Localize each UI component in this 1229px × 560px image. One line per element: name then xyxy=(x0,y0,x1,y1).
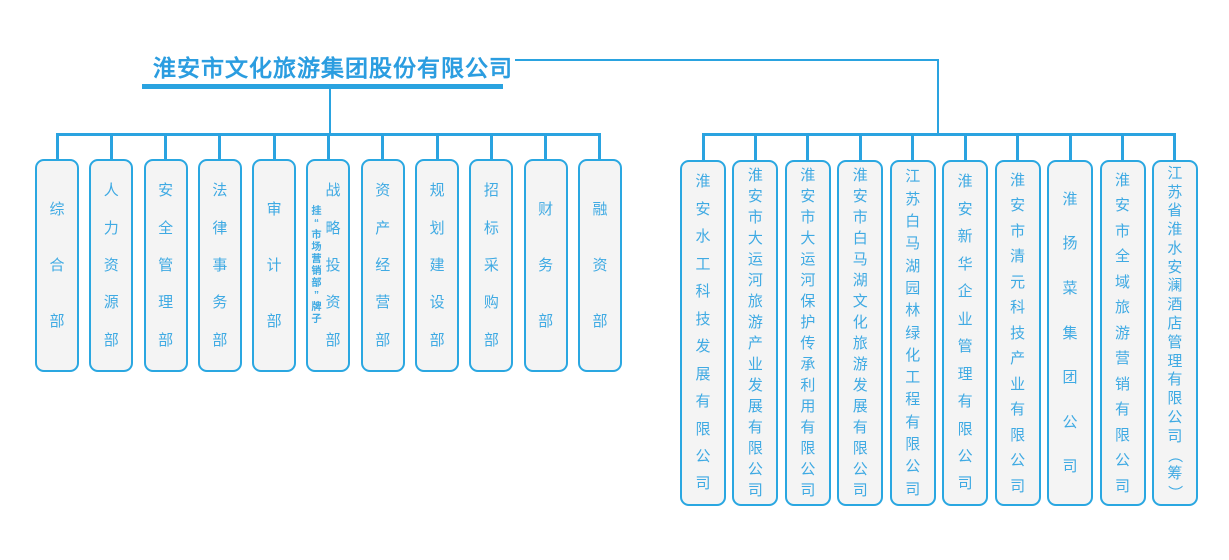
department-label: 融资部 xyxy=(592,201,608,330)
connector-drop xyxy=(911,134,915,160)
connector-drop xyxy=(326,133,330,159)
connector-title-to-right xyxy=(515,59,939,61)
connector-subsidiaries-bar xyxy=(702,133,1176,136)
org-node: 淮扬菜集团公司 xyxy=(1047,134,1094,506)
subsidiary-label: 淮扬菜集团公司 xyxy=(1062,190,1078,476)
connector-drop xyxy=(381,133,385,159)
department-label: 审计部 xyxy=(266,201,282,330)
org-node: 淮安市白马湖文化旅游发展有限公司 xyxy=(837,134,884,506)
connector-title-drop xyxy=(329,89,331,134)
subsidiary-label: 淮安市大运河旅游产业发展有限公司 xyxy=(747,167,763,499)
connector-drop xyxy=(858,134,862,160)
subsidiary-label: 江苏白马湖园林绿化工程有限公司 xyxy=(905,168,921,498)
org-node: 融资部 xyxy=(577,133,622,372)
org-node: 江苏白马湖园林绿化工程有限公司 xyxy=(889,134,936,506)
connector-drop xyxy=(963,134,967,160)
department-box: 融资部 xyxy=(577,159,622,372)
org-node: 淮安市大运河保护传承利用有限公司 xyxy=(784,134,831,506)
org-node: 财务部 xyxy=(523,133,568,372)
org-node: 招标采购部 xyxy=(469,133,514,372)
connector-drop xyxy=(435,133,439,159)
subsidiary-label: 淮安市清元科技产业有限公司 xyxy=(1010,171,1026,495)
org-node: 人力资源部 xyxy=(89,133,134,372)
subsidiary-box: 淮安水工科技发展有限公司 xyxy=(680,160,726,506)
connector-drop xyxy=(598,133,602,159)
department-box: 战略投资部 挂“市场营销部”牌子 xyxy=(306,159,351,372)
connector-drop xyxy=(109,133,113,159)
subsidiary-box: 淮安市白马湖文化旅游发展有限公司 xyxy=(837,160,884,506)
department-box: 综合部 xyxy=(35,159,79,372)
department-box: 人力资源部 xyxy=(89,159,134,372)
department-annotation: 挂“市场营销部”牌子 xyxy=(311,205,322,325)
department-box: 财务部 xyxy=(523,159,568,372)
subsidiary-box: 江苏省淮水安澜酒店管理有限公司（筹） xyxy=(1151,160,1198,506)
connector-drop xyxy=(164,133,168,159)
org-node: 审计部 xyxy=(252,133,297,372)
subsidiary-label: 淮安新华企业管理有限公司 xyxy=(957,173,973,493)
org-node: 法律事务部 xyxy=(197,133,242,372)
subsidiaries-group: 淮安水工科技发展有限公司 淮安市大运河旅游产业发展有限公司 淮安市大运河保护传承… xyxy=(680,134,1198,506)
subsidiary-label: 淮安水工科技发展有限公司 xyxy=(695,173,711,493)
department-box: 安全管理部 xyxy=(143,159,188,372)
org-node: 安全管理部 xyxy=(143,133,188,372)
department-label: 招标采购部 xyxy=(483,182,499,349)
department-label: 规划建设部 xyxy=(429,182,445,349)
subsidiary-label: 江苏省淮水安澜酒店管理有限公司（筹） xyxy=(1166,164,1184,501)
subsidiary-box: 江苏白马湖园林绿化工程有限公司 xyxy=(889,160,936,506)
department-label: 法律事务部 xyxy=(212,182,228,349)
connector-drop xyxy=(806,134,810,160)
connector-drop xyxy=(544,133,548,159)
department-label: 安全管理部 xyxy=(158,182,174,349)
department-label: 财务部 xyxy=(538,201,554,330)
subsidiary-box: 淮安市全域旅游营销有限公司 xyxy=(1099,160,1146,506)
subsidiary-box: 淮安新华企业管理有限公司 xyxy=(942,160,989,506)
org-node: 淮安水工科技发展有限公司 xyxy=(680,134,726,506)
subsidiary-box: 淮安市大运河保护传承利用有限公司 xyxy=(784,160,831,506)
connector-drop xyxy=(1068,134,1072,160)
department-label: 战略投资部 xyxy=(325,182,341,349)
org-node: 淮安市清元科技产业有限公司 xyxy=(994,134,1041,506)
department-box: 招标采购部 xyxy=(469,159,514,372)
department-label: 资产经营部 xyxy=(375,182,391,349)
subsidiary-box: 淮扬菜集团公司 xyxy=(1047,160,1094,506)
connector-drop xyxy=(272,133,276,159)
subsidiary-label: 淮安市大运河保护传承利用有限公司 xyxy=(800,167,816,499)
org-node: 战略投资部 挂“市场营销部”牌子 xyxy=(306,133,351,372)
connector-drop xyxy=(1016,134,1020,160)
departments-group: 综合部 人力资源部 安全管理部 法律事务部 审计部 战略投资部 挂“市场营销部”… xyxy=(35,133,622,372)
org-node: 淮安市全域旅游营销有限公司 xyxy=(1099,134,1146,506)
department-box: 规划建设部 xyxy=(415,159,460,372)
org-node: 淮安市大运河旅游产业发展有限公司 xyxy=(732,134,779,506)
title-underline xyxy=(142,84,503,89)
connector-right-drop xyxy=(937,59,939,136)
connector-drop xyxy=(701,134,705,160)
org-node: 规划建设部 xyxy=(415,133,460,372)
connector-drop xyxy=(218,133,222,159)
connector-drop xyxy=(55,133,59,159)
company-title: 淮安市文化旅游集团股份有限公司 xyxy=(153,55,513,81)
subsidiary-box: 淮安市大运河旅游产业发展有限公司 xyxy=(732,160,779,506)
connector-drop xyxy=(1173,134,1177,160)
department-box: 资产经营部 xyxy=(360,159,405,372)
connector-drop xyxy=(489,133,493,159)
org-node: 资产经营部 xyxy=(360,133,405,372)
org-node: 江苏省淮水安澜酒店管理有限公司（筹） xyxy=(1151,134,1198,506)
department-label: 综合部 xyxy=(49,201,65,330)
connector-drop xyxy=(753,134,757,160)
department-box: 法律事务部 xyxy=(197,159,242,372)
org-node: 综合部 xyxy=(35,133,79,372)
department-label: 人力资源部 xyxy=(103,182,119,349)
subsidiary-label: 淮安市白马湖文化旅游发展有限公司 xyxy=(852,167,868,499)
subsidiary-box: 淮安市清元科技产业有限公司 xyxy=(994,160,1041,506)
subsidiary-label: 淮安市全域旅游营销有限公司 xyxy=(1114,171,1130,495)
org-node: 淮安新华企业管理有限公司 xyxy=(942,134,989,506)
connector-drop xyxy=(1121,134,1124,160)
department-box: 审计部 xyxy=(252,159,297,372)
